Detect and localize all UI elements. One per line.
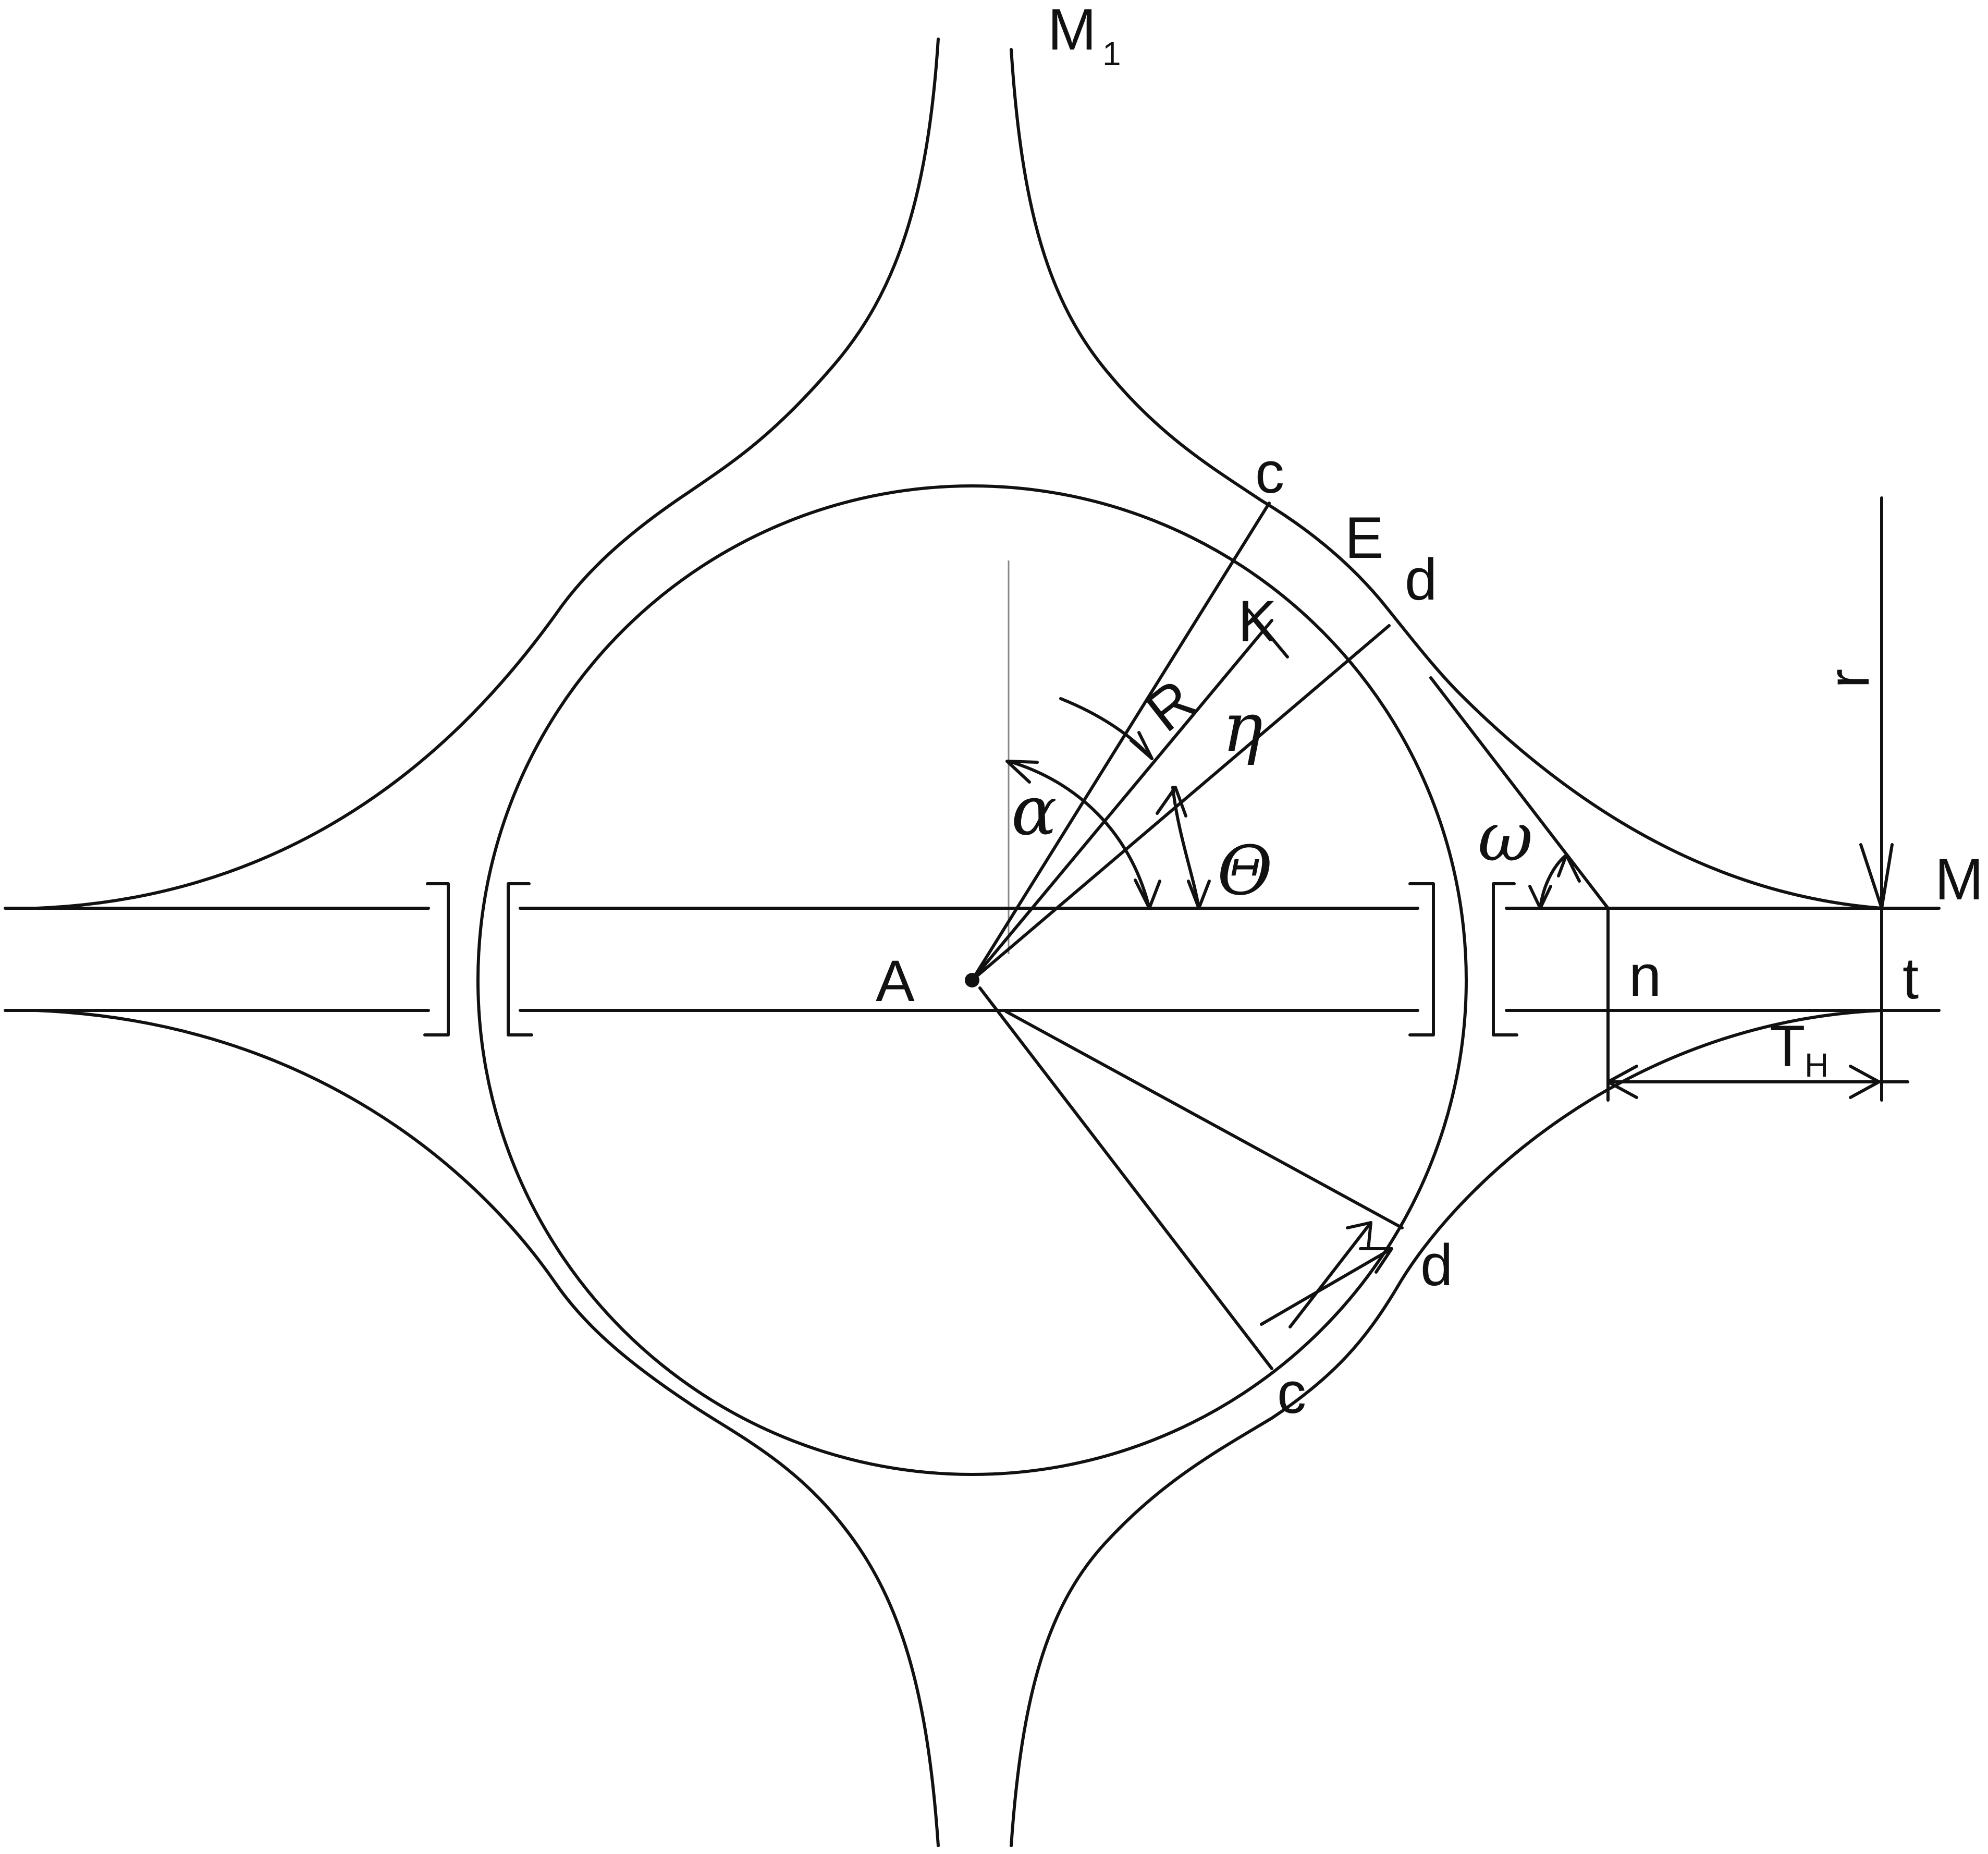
label-d-upper: d: [1405, 547, 1437, 612]
radial-line-c-lower: [978, 986, 1273, 1370]
outer-edge-top-left: [35, 38, 940, 910]
label-m: M: [1935, 847, 1983, 912]
label-theta: Θ: [1217, 831, 1273, 910]
bracket-left-close: [423, 882, 450, 1036]
lower-arrowhead-1: [1359, 1247, 1393, 1274]
radial-line-d-lower: [1004, 1010, 1404, 1229]
theta-angle-arc: [1171, 786, 1200, 910]
outer-edge-top-right: [1010, 48, 1883, 910]
outer-edge-bottom-left: [35, 1009, 940, 1847]
r-arc-arrow: [1130, 731, 1153, 760]
label-r: r: [1816, 669, 1881, 688]
bracket-inner-open: [507, 882, 533, 1036]
r-arrowhead: [1859, 843, 1894, 910]
omega-construction-line: [1429, 676, 1610, 910]
label-t-dimension: T: [1770, 1014, 1805, 1079]
radial-line-c-upper: [971, 502, 1271, 982]
label-omega: ω: [1478, 797, 1533, 876]
alpha-arrow-left: [1005, 760, 1039, 784]
label-c-lower: c: [1277, 1360, 1306, 1425]
central-island-circle: [476, 484, 1468, 1476]
t-dim-arrow-left: [1606, 1065, 1638, 1099]
lower-arrowhead-2: [1346, 1221, 1372, 1250]
label-k: K: [1238, 589, 1277, 654]
lower-arrow-line-1: [1260, 1247, 1393, 1326]
label-eta: η: [1222, 688, 1263, 767]
label-t-dimension-subscript: H: [1805, 1046, 1829, 1084]
theta-arrow-top: [1156, 786, 1187, 818]
omega-arrow-top: [1557, 853, 1581, 883]
label-c-upper: c: [1255, 440, 1284, 505]
label-n: n: [1629, 943, 1661, 1008]
radial-line-k: [971, 619, 1273, 982]
label-a: A: [876, 948, 915, 1014]
omega-angle-arc: [1539, 853, 1568, 910]
label-r-radius: R: [1134, 667, 1207, 744]
label-e: E: [1345, 505, 1384, 570]
lower-arrow-line-2: [1288, 1221, 1372, 1328]
theta-arrow-bottom: [1187, 880, 1211, 910]
outer-edge-bottom-right: [1010, 1009, 1883, 1847]
omega-arrow-bottom: [1528, 885, 1552, 910]
r-angle-arc: [1059, 697, 1153, 760]
t-dim-arrow-right: [1849, 1065, 1881, 1099]
bracket-inner-close: [1408, 882, 1435, 1036]
label-m1: M: [1048, 0, 1096, 62]
label-d-lower: d: [1420, 1233, 1453, 1298]
alpha-arrow-right: [1134, 879, 1161, 910]
label-alpha: α: [1011, 771, 1057, 850]
label-t: t: [1903, 946, 1919, 1011]
alpha-angle-arc: [1007, 760, 1151, 910]
k-cross-mark: [1247, 608, 1289, 658]
label-m1-subscript: 1: [1102, 35, 1121, 72]
bracket-right-open: [1492, 882, 1518, 1036]
